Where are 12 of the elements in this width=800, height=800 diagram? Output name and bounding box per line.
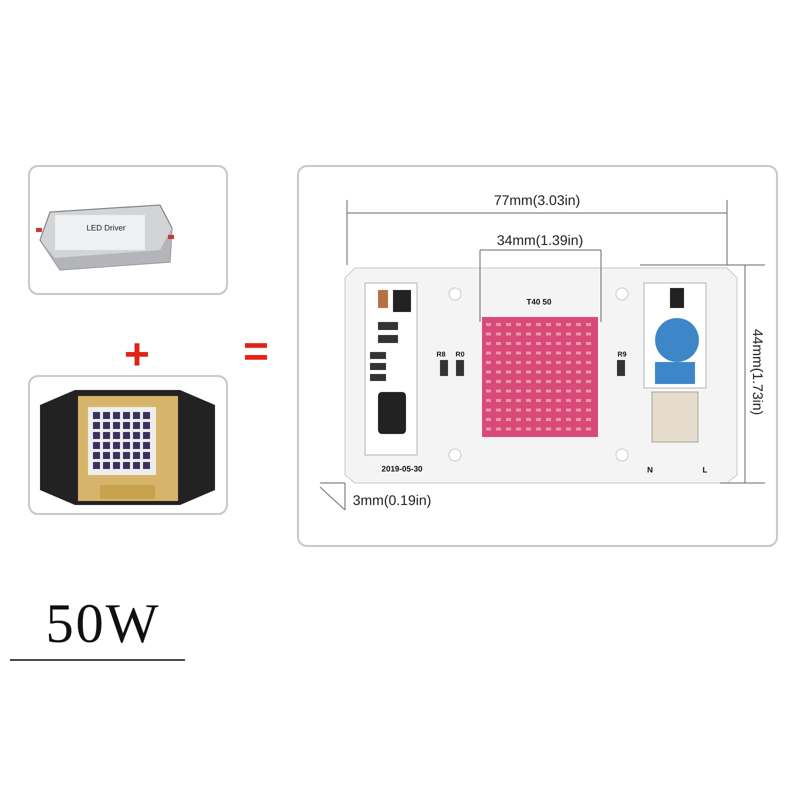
dimension-label: 77mm(3.03in): [494, 192, 580, 208]
power-rating: 50W: [46, 596, 160, 652]
operator-sign: =: [243, 330, 269, 374]
dimension-label: 34mm(1.39in): [496, 232, 584, 248]
operator-sign: +: [124, 333, 150, 377]
board-marking: L: [702, 466, 708, 474]
dimension-label: 3mm(0.19in): [352, 492, 432, 508]
board-marking: T40 50: [526, 298, 552, 306]
dimension-label: 44mm(1.73in): [750, 328, 766, 416]
product-label: LED Driver: [86, 224, 126, 232]
board-marking: 2019-05-30: [382, 464, 422, 474]
board-marking: N: [647, 466, 653, 474]
